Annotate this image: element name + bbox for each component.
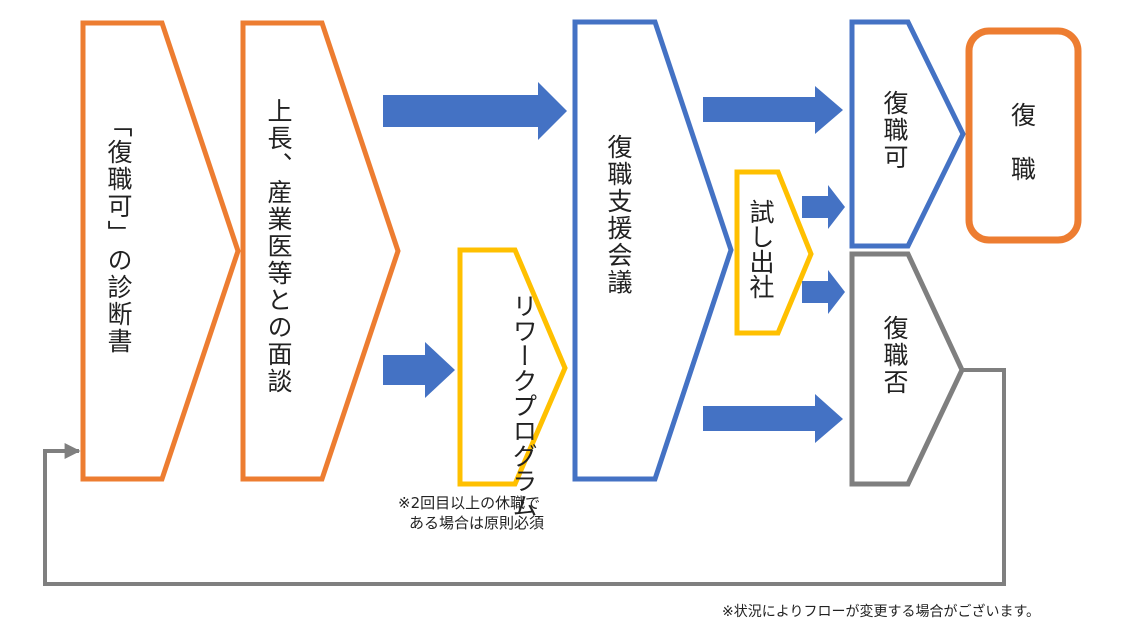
arrow-to-return-ok <box>703 86 843 134</box>
interview-chevron <box>240 20 401 482</box>
support-meeting-chevron <box>572 19 734 482</box>
return-ng-chevron <box>849 251 965 487</box>
arrow-to-return-ng <box>703 394 843 443</box>
arrow-trial-to-ok <box>802 185 845 229</box>
feedback-loop-line <box>43 368 1006 586</box>
arrow-to-support-meeting <box>383 82 567 140</box>
flow-change-note: ※状況によりフローが変更する場合がございます。 <box>722 604 1041 620</box>
rework-label: リワークプログラム <box>509 293 538 518</box>
rework-note-line2: ある場合は原則必須 <box>409 514 545 532</box>
support-meeting-label: 復職支援会議 <box>604 134 633 296</box>
return-ng-label: 復職否 <box>880 315 909 396</box>
return-box <box>965 27 1082 244</box>
diagnosis-label: 「復職可」の診断書 <box>104 112 133 355</box>
return-label-bottom: 職 <box>1011 155 1037 184</box>
trial-commute-label: 試し出社 <box>746 199 775 299</box>
return-ok-chevron <box>849 19 966 249</box>
rework-note-line1: ※2回目以上の休職で <box>398 494 541 512</box>
trial-commute-chevron <box>734 169 814 336</box>
arrow-to-rework <box>383 342 455 398</box>
return-label-top: 復 <box>1011 101 1037 130</box>
diagnosis-chevron <box>80 20 241 482</box>
return-ok-label: 復職可 <box>880 90 909 171</box>
rework-chevron <box>457 247 568 487</box>
arrow-trial-to-ng <box>802 270 845 314</box>
interview-label: 上長、産業医等との面談 <box>264 98 293 395</box>
